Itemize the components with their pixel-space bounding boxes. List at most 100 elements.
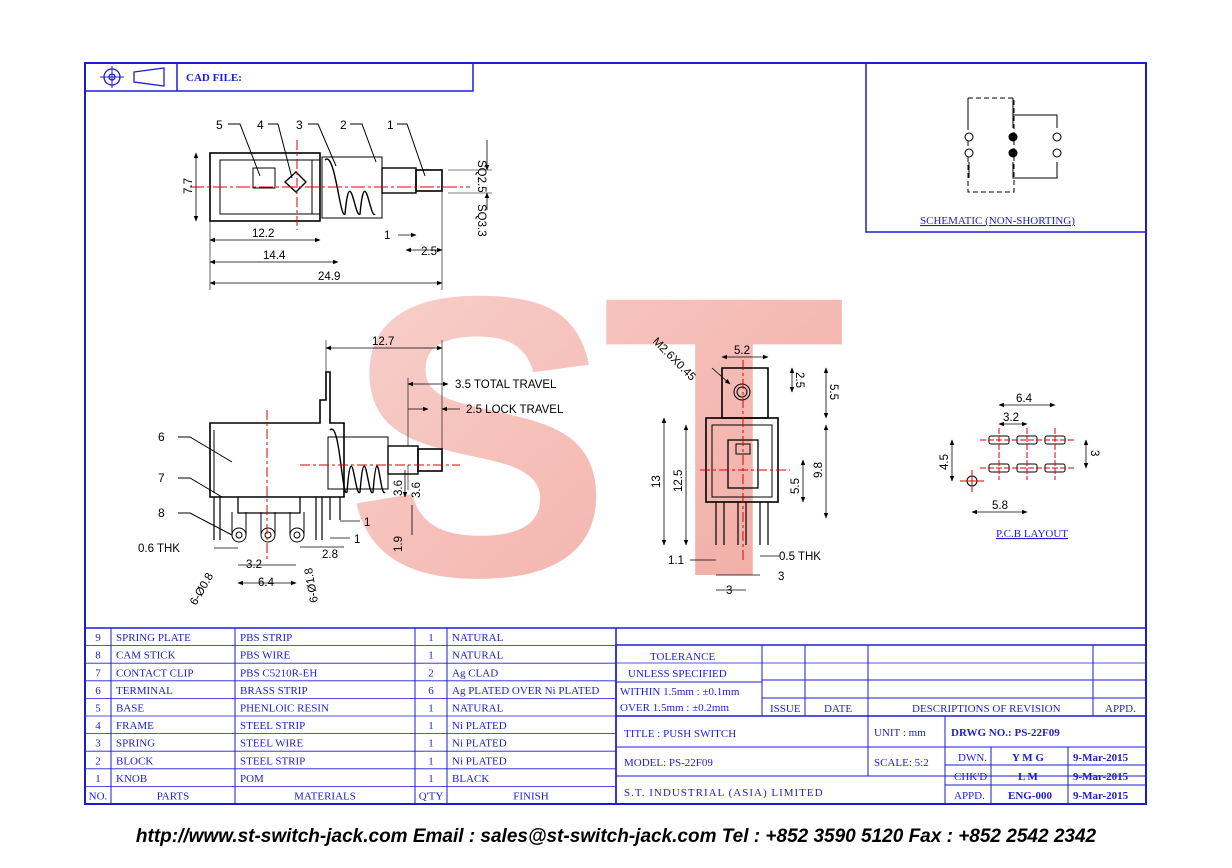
dim-2-5: 2.5: [793, 372, 805, 388]
parts-table-header-cell: FINISH: [513, 791, 549, 803]
callout-2: 2: [340, 118, 347, 132]
tolerance-title: TOLERANCE: [650, 651, 715, 663]
callout-4: 4: [257, 118, 264, 132]
dim-3-b: 3: [726, 585, 732, 597]
parts-table-cell: KNOB: [116, 773, 147, 785]
parts-table-cell: Ni PLATED: [452, 755, 507, 767]
parts-table-cell: SPRING: [116, 738, 155, 750]
dim-5-5-a: 5.5: [827, 384, 839, 400]
parts-table-cell: BLOCK: [116, 755, 153, 767]
parts-table-cell: STEEL STRIP: [240, 755, 305, 767]
parts-table-cell: 1: [428, 720, 434, 732]
parts-table-cell: 3: [95, 738, 101, 750]
parts-table-cell: NATURAL: [452, 650, 504, 662]
callout-1: 1: [387, 118, 394, 132]
parts-table-header-cell: PARTS: [157, 791, 190, 803]
appd-label: APPD.: [954, 790, 985, 802]
pcb-dim-4-5: 4.5: [939, 454, 951, 470]
dwn-date: 9-Mar-2015: [1073, 752, 1129, 764]
dim-0-6-thk: 0.6 THK: [138, 543, 180, 555]
dim-0-5-thk: 0.5 THK: [779, 551, 821, 563]
parts-table-cell: PHENLOIC RESIN: [240, 703, 329, 715]
parts-table-cell: CONTACT CLIP: [116, 667, 193, 679]
scale: SCALE: 5:2: [874, 757, 929, 769]
parts-table-cell: BLACK: [452, 773, 489, 785]
parts-table-cell: POM: [240, 773, 264, 785]
dim-24-9: 24.9: [318, 271, 340, 283]
parts-table-cell: FRAME: [116, 720, 154, 732]
drawing-number: DRWG NO.: PS-22F09: [951, 727, 1060, 739]
dim-1-b: 1: [354, 534, 360, 546]
dim-12-5: 12.5: [673, 470, 685, 492]
cad-file-label: CAD FILE:: [186, 72, 242, 84]
dim-3-2: 3.2: [246, 559, 262, 571]
parts-table-cell: NATURAL: [452, 632, 504, 644]
callout-6: 6: [158, 430, 165, 444]
parts-table-cell: 6: [95, 685, 101, 697]
chk-date: 9-Mar-2015: [1073, 771, 1129, 783]
parts-table-cell: 9: [95, 632, 101, 644]
appd-name: ENG-000: [1008, 790, 1053, 802]
dim-9-8: 9.8: [813, 462, 825, 478]
pcb-layout-labels: 6.4 3.2 4.5 3 5.8 P.C.B LAYOUT: [939, 393, 1100, 540]
top-view: [190, 123, 492, 290]
pcb-layout: [949, 402, 1089, 515]
rev-header-appd: APPD.: [1105, 703, 1136, 715]
schematic-panel: SCHEMATIC (NON-SHORTING): [865, 62, 1147, 233]
dim-3-6-a: 3.6: [393, 480, 405, 496]
side-view-labels: 6 7 8 12.7 3.5 TOTAL TRAVEL 2.5 LOCK TRA…: [138, 336, 564, 608]
rev-header-date: DATE: [824, 703, 852, 715]
pcb-layout-label: P.C.B LAYOUT: [996, 528, 1068, 540]
top-view-labels: 5 4 3 2 1 7.7 12.2 14.4 24.9 1 2.5 SQ2.5…: [183, 118, 487, 283]
drawing-title: TITLE : PUSH SWITCH: [624, 728, 736, 740]
parts-table-cell: 2: [428, 667, 434, 679]
parts-table-cell: PBS WIRE: [240, 650, 291, 662]
tolerance-within: WITHIN 1.5mm : ±0.1mm: [620, 686, 740, 698]
parts-table-cell: 1: [95, 773, 101, 785]
dim-5-5-b: 5.5: [790, 478, 802, 494]
dim-1-9: 1.9: [393, 536, 405, 552]
dim-1: 1: [384, 230, 390, 242]
parts-table-header-cell: MATERIALS: [294, 791, 356, 803]
title-block: [615, 627, 1147, 805]
side-view: [178, 340, 460, 586]
parts-table-header-cell: Q'TY: [419, 791, 444, 803]
tolerance-over: OVER 1.5mm : ±0.2mm: [620, 702, 729, 714]
parts-table-cell: PBS STRIP: [240, 632, 292, 644]
dim-6-4: 6.4: [258, 577, 275, 589]
dim-sq2-5: SQ2.5: [475, 160, 487, 193]
dim-12-2: 12.2: [252, 228, 274, 240]
pcb-dim-3-2: 3.2: [1003, 412, 1019, 424]
dim-1-a: 1: [364, 517, 370, 529]
parts-table-cell: CAM STICK: [116, 650, 176, 662]
parts-table-cell: 1: [428, 632, 434, 644]
front-view: [661, 354, 829, 591]
parts-table-cell: STEEL WIRE: [240, 738, 304, 750]
dim-lock-travel: 2.5 LOCK TRAVEL: [466, 404, 564, 416]
projection-symbol-icon: [100, 66, 165, 88]
parts-table-cell: Ni PLATED: [452, 738, 507, 750]
parts-table-cell: SPRING PLATE: [116, 632, 191, 644]
parts-table-cell: PBS C5210R-EH: [240, 667, 317, 679]
footer-contact: http://www.st-switch-jack.com Email : sa…: [135, 826, 1097, 847]
dim-13: 13: [651, 475, 663, 488]
cad-header: CAD FILE:: [84, 62, 474, 92]
parts-table-cell: NATURAL: [452, 703, 504, 715]
pcb-dim-5-8: 5.8: [992, 500, 1008, 512]
parts-table-cell: 1: [428, 738, 434, 750]
parts-table-cell: 8: [95, 650, 101, 662]
callout-3: 3: [296, 118, 303, 132]
parts-table-cell: 1: [428, 755, 434, 767]
parts-table-cell: 1: [428, 650, 434, 662]
rev-header-desc: DESCRIPTIONS OF REVISION: [912, 703, 1061, 715]
rev-header-issue: ISSUE: [770, 703, 801, 715]
company-name: S.T. INDUSTRIAL (ASIA) LIMITED: [624, 787, 824, 799]
watermark: ST: [345, 213, 846, 660]
callout-8: 8: [158, 506, 165, 520]
dim-sq3-3: SQ3.3: [475, 204, 487, 237]
dim-hole-1-8: 6-Ø1.8: [303, 567, 321, 604]
unit: UNIT : mm: [874, 727, 926, 739]
parts-table-cell: Ag PLATED OVER Ni PLATED: [452, 685, 599, 697]
